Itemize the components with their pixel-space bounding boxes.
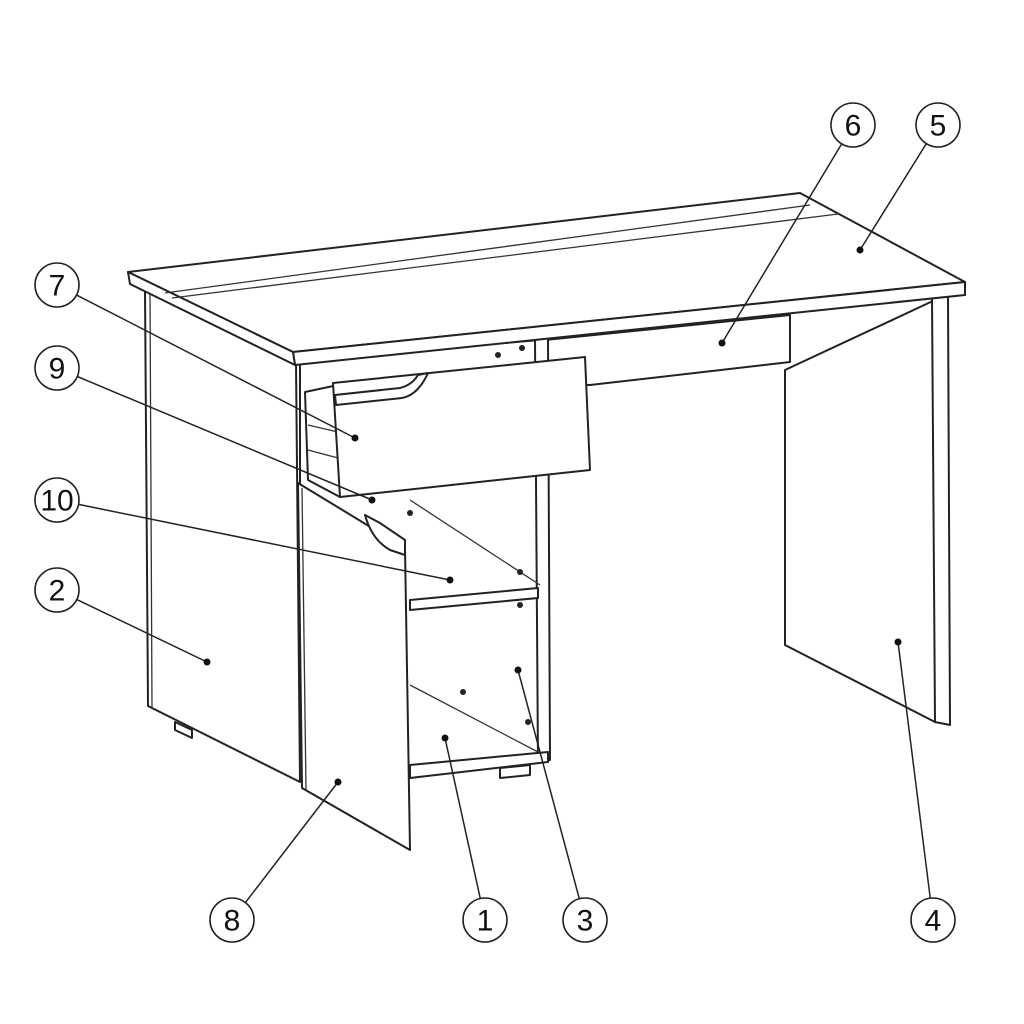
desktop-groove [164, 204, 811, 294]
right-leg-4 [931, 295, 951, 726]
cabinet-foot [499, 764, 531, 779]
callout-circle [34, 477, 80, 523]
desktop-groove [171, 213, 839, 299]
callout-7: 7 [34, 262, 359, 442]
callout-label: 9 [49, 353, 66, 386]
callout-5: 5 [856, 102, 961, 254]
callout-9: 9 [34, 345, 376, 504]
leader-dot [446, 576, 454, 584]
leader-dot [203, 658, 211, 666]
desktop-left-edge [127, 271, 296, 366]
callout-2: 2 [34, 567, 211, 666]
callout-3: 3 [514, 666, 608, 943]
callout-label: 2 [49, 575, 66, 608]
callout-circle [34, 262, 80, 308]
cabinet-bottom-1 [409, 751, 549, 779]
leader-line [78, 503, 451, 581]
callout-8: 8 [209, 778, 342, 943]
drawer-runner [307, 449, 339, 459]
shelf-10 [409, 587, 539, 611]
leader-line [859, 143, 927, 251]
callout-1: 1 [441, 734, 508, 943]
bottom-back-edge [409, 684, 539, 753]
hole-marks [407, 345, 531, 725]
leader-line [517, 669, 581, 899]
callout-circle [910, 897, 956, 943]
leader-dot [334, 778, 342, 786]
callout-circle [562, 897, 608, 943]
leader-line [444, 737, 482, 899]
callout-label: 1 [477, 905, 494, 938]
door-edge [301, 487, 307, 791]
right-leg-inner-panel [784, 299, 936, 723]
leader-dot [856, 246, 864, 254]
callout-circle [209, 897, 255, 943]
leader-line [76, 598, 208, 663]
leader-dot [368, 496, 376, 504]
left-side-panel-2 [144, 289, 301, 783]
leader-dot [514, 666, 522, 674]
leader-dot [718, 339, 726, 347]
callout-6: 6 [718, 102, 876, 347]
callout-circle [34, 345, 80, 391]
callout-label: 8 [224, 905, 241, 938]
door-handle [364, 514, 406, 556]
callout-circle [462, 897, 508, 943]
callout-10: 10 [34, 477, 454, 584]
drawer-runner [307, 424, 339, 433]
callout-circle [915, 102, 961, 148]
leader-line [77, 375, 373, 501]
left-foot [174, 721, 193, 739]
callout-circle [34, 567, 80, 613]
callout-label: 10 [40, 485, 73, 518]
drawer-handle [334, 372, 429, 406]
leader-line [76, 294, 356, 439]
leader-line [244, 781, 339, 904]
callout-circle [830, 102, 876, 148]
panel-edge [149, 292, 153, 709]
leader-dot [441, 734, 449, 742]
callout-label: 7 [49, 270, 66, 303]
callout-label: 6 [845, 110, 862, 143]
leader-line [897, 641, 931, 899]
callout-label: 4 [925, 905, 942, 938]
callout-4: 4 [894, 638, 956, 943]
callout-label: 5 [930, 110, 947, 143]
leader-dot [351, 434, 359, 442]
callout-label: 3 [577, 905, 594, 938]
leader-dot [894, 638, 902, 646]
leader-line [721, 143, 843, 344]
